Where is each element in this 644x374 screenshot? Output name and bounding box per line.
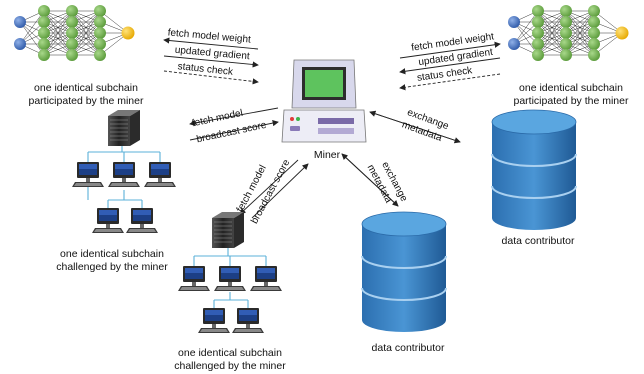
computer-icon <box>144 162 176 187</box>
contributor-right-label: data contributor <box>502 235 575 247</box>
subchain-top-right: one identical subchain participated by t… <box>507 4 629 107</box>
neural-net-icon <box>13 4 135 62</box>
miner-computer-icon <box>281 59 367 143</box>
subchain-top-right-line2: participated by the miner <box>514 95 629 107</box>
edge-exchange-down: exchange metadata <box>341 153 409 207</box>
miner-node: Miner <box>281 59 367 161</box>
challenged-bottom-line2: challenged by the miner <box>174 360 286 372</box>
subchain-top-left-line1: one identical subchain <box>34 82 138 94</box>
computer-icon <box>72 162 104 187</box>
computer-icon <box>198 308 230 333</box>
edge-left-mid: fetch model broadcast score <box>189 107 279 145</box>
computer-icon <box>214 266 246 291</box>
edge-label-fetch-weight: fetch model weight <box>167 27 251 45</box>
computer-icon <box>232 308 264 333</box>
challenged-bottom-line1: one identical subchain <box>178 347 282 359</box>
computer-icon <box>250 266 282 291</box>
computer-icon <box>92 208 124 233</box>
edge-right-top: fetch model weight updated gradient stat… <box>399 31 501 91</box>
database-icon <box>361 211 447 333</box>
edge-left-top: fetch model weight updated gradient stat… <box>163 27 259 85</box>
miner-label: Miner <box>314 149 341 161</box>
cluster-challenged-mid: one identical subchain challenged by the… <box>56 109 176 273</box>
computer-icon <box>126 208 158 233</box>
subchain-top-left-line2: participated by the miner <box>29 95 144 107</box>
edge-diagonal: fetch model broadcast score <box>235 157 309 226</box>
computer-icon <box>108 162 140 187</box>
cluster-challenged-bottom: one identical subchain challenged by the… <box>174 211 286 372</box>
contributor-right: data contributor <box>491 109 577 247</box>
subchain-top-left: one identical subchain participated by t… <box>13 4 144 107</box>
subchain-top-right-line1: one identical subchain <box>519 82 623 94</box>
challenged-mid-line1: one identical subchain <box>60 248 164 260</box>
edge-exchange-right: exchange metadata <box>369 107 461 144</box>
computer-icon <box>178 266 210 291</box>
edge-label-status-check: status check <box>416 65 474 84</box>
server-icon <box>211 211 245 249</box>
neural-net-icon <box>507 4 629 62</box>
challenged-mid-line2: challenged by the miner <box>56 261 168 273</box>
server-icon <box>107 109 141 147</box>
contributor-bottom-label: data contributor <box>372 342 445 354</box>
database-icon <box>491 109 577 231</box>
contributor-bottom: data contributor <box>361 211 447 354</box>
